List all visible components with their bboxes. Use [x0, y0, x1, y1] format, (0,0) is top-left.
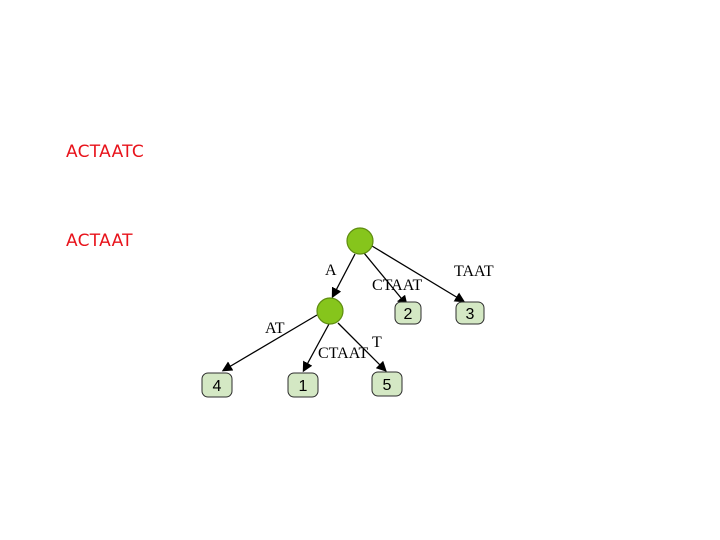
- edge-root-to-leaf2: [363, 252, 408, 307]
- edge-root-to-inner: [331, 253, 356, 299]
- leaf-1: 1: [287, 372, 319, 398]
- edge-inner-to-leaf5: [337, 322, 387, 372]
- leaf-5: 5: [371, 371, 403, 397]
- internal-node: [316, 297, 344, 325]
- edge-inner-to-leaf4: [221, 314, 318, 372]
- edge-label-at: AT: [265, 320, 285, 337]
- leaf-2-label: 2: [404, 306, 413, 323]
- leaf-2: 2: [394, 301, 422, 325]
- string-actaat: ACTAAT: [66, 231, 133, 251]
- root-node: [346, 227, 374, 255]
- leaf-3-label: 3: [466, 306, 475, 323]
- leaf-1-label: 1: [299, 378, 308, 395]
- edge-inner-to-leaf1: [302, 323, 330, 373]
- edge-label-a: A: [325, 262, 337, 279]
- edge-label-ctaat-root: CTAAT: [372, 277, 423, 294]
- edge-root-to-leaf3: [371, 245, 466, 303]
- leaf-4-label: 4: [213, 378, 222, 395]
- edge-label-taat: TAAT: [454, 263, 494, 280]
- leaf-4: 4: [201, 372, 233, 398]
- edge-label-ctaat-inner: CTAAT: [318, 345, 369, 362]
- leaf-5-label: 5: [383, 377, 392, 394]
- leaf-3: 3: [455, 301, 485, 325]
- string-actaatc: ACTAATC: [66, 142, 145, 162]
- edge-label-t: T: [372, 334, 382, 351]
